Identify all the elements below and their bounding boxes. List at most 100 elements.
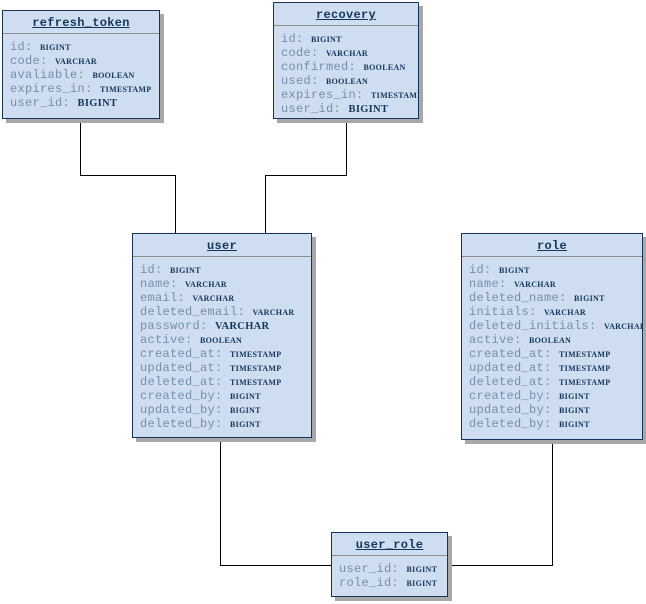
table-field-row: active: BOOLEAN <box>140 332 304 347</box>
field-name: user_id: <box>10 96 78 110</box>
table-field-row: updated_by: BIGINT <box>469 402 635 417</box>
field-name: id: <box>10 40 41 54</box>
field-name: name: <box>140 277 186 291</box>
field-type: BIGINT <box>559 420 590 429</box>
field-name: used: <box>281 74 327 88</box>
table-field-row: password: VARCHAR <box>140 318 304 333</box>
field-type: VARCHAR <box>252 308 295 317</box>
field-name: active: <box>140 333 201 347</box>
field-type: VARCHAR <box>544 308 586 317</box>
field-name: updated_at: <box>469 361 560 375</box>
field-name: created_at: <box>140 347 231 361</box>
table-title-text: refresh_token <box>32 16 130 30</box>
field-type: BIGINT <box>170 266 201 275</box>
table-field-row: created_by: BIGINT <box>469 388 635 403</box>
field-name: active: <box>469 333 530 347</box>
table-field-row: created_at: TIMESTAMP <box>140 346 304 361</box>
field-name: role_id: <box>339 576 407 590</box>
field-name: deleted_at: <box>469 375 560 389</box>
table-field-row: deleted_at: TIMESTAMP <box>469 374 635 389</box>
field-name: id: <box>140 263 171 277</box>
field-name: created_by: <box>140 389 231 403</box>
table-field-row: expires_in: TIMESTAMP <box>10 81 152 96</box>
table-field-row: created_by: BIGINT <box>140 388 304 403</box>
table-field-row: id: BIGINT <box>281 31 411 46</box>
field-type: BIGINT <box>406 565 438 574</box>
field-type: VARCHAR <box>604 322 643 331</box>
table-field-row: deleted_initials: VARCHAR <box>469 318 642 333</box>
table-field-row: deleted_by: BIGINT <box>469 416 635 431</box>
field-name: user_id: <box>339 562 407 576</box>
table-field-row: confirmed: BOOLEAN <box>281 59 411 74</box>
table-field-row: role_id: BIGINT <box>339 575 440 590</box>
table-title: user_role <box>332 533 447 556</box>
table-field-row: name: VARCHAR <box>140 276 304 291</box>
field-type: TIMESTAMP <box>230 378 282 387</box>
field-type: BIGINT <box>559 406 590 415</box>
field-type: TIMESTAMP <box>559 364 611 373</box>
field-type: BIGINT <box>574 294 605 303</box>
field-type: VARCHAR <box>192 294 235 303</box>
field-type: BIGINT <box>559 392 590 401</box>
relationship-line-role-user_role <box>448 440 553 566</box>
table-title: recovery <box>274 3 418 26</box>
field-type: TIMESTAMP <box>230 350 282 359</box>
field-name: id: <box>469 263 500 277</box>
field-type: BIGINT <box>406 579 438 588</box>
table-field-row: updated_at: TIMESTAMP <box>140 360 304 375</box>
field-name: deleted_by: <box>469 417 560 431</box>
table-field-row: updated_by: BIGINT <box>140 402 304 417</box>
field-name: deleted_name: <box>469 291 575 305</box>
field-name: code: <box>10 54 56 68</box>
field-name: avaliable: <box>10 68 93 82</box>
relationship-line-recovery-user <box>265 119 347 233</box>
field-name: password: <box>140 319 216 333</box>
table-field-row: deleted_by: BIGINT <box>140 416 304 431</box>
field-name: deleted_initials: <box>469 319 605 333</box>
field-type: BIGINT <box>77 98 118 109</box>
field-name: updated_at: <box>140 361 231 375</box>
field-type: BOOLEAN <box>92 71 135 80</box>
field-type: BIGINT <box>230 406 261 415</box>
table-field-row: updated_at: TIMESTAMP <box>469 360 635 375</box>
table-title: refresh_token <box>3 11 159 34</box>
field-name: created_at: <box>469 347 560 361</box>
field-type: TIMESTAMP <box>230 364 282 373</box>
field-name: expires_in: <box>10 82 101 96</box>
field-type: TIMESTAMP <box>559 378 611 387</box>
field-type: TIMESTAMP <box>559 350 611 359</box>
relationship-line-refresh_token-user <box>80 119 176 233</box>
field-type: VARCHAR <box>514 280 556 289</box>
field-name: user_id: <box>281 102 349 116</box>
field-type: TIMESTAMP <box>100 85 152 94</box>
field-name: deleted_at: <box>140 375 231 389</box>
table-title-text: user_role <box>355 538 424 552</box>
field-name: updated_by: <box>469 403 560 417</box>
field-type: TIMESTAMP <box>371 91 419 100</box>
field-type: BIGINT <box>230 392 261 401</box>
table-field-row: id: BIGINT <box>140 262 304 277</box>
table-field-row: user_id: BIGINT <box>281 101 411 116</box>
field-type: BOOLEAN <box>529 336 572 345</box>
field-type: BIGINT <box>348 104 389 115</box>
field-type: VARCHAR <box>185 280 227 289</box>
field-name: email: <box>140 291 193 305</box>
field-type: BOOLEAN <box>363 63 406 72</box>
table-field-row: avaliable: BOOLEAN <box>10 67 152 82</box>
table-field-row: deleted_email: VARCHAR <box>140 304 304 319</box>
field-type: BIGINT <box>230 420 261 429</box>
table-title-text: recovery <box>315 8 376 22</box>
field-name: updated_by: <box>140 403 231 417</box>
table-field-row: id: BIGINT <box>10 39 152 54</box>
